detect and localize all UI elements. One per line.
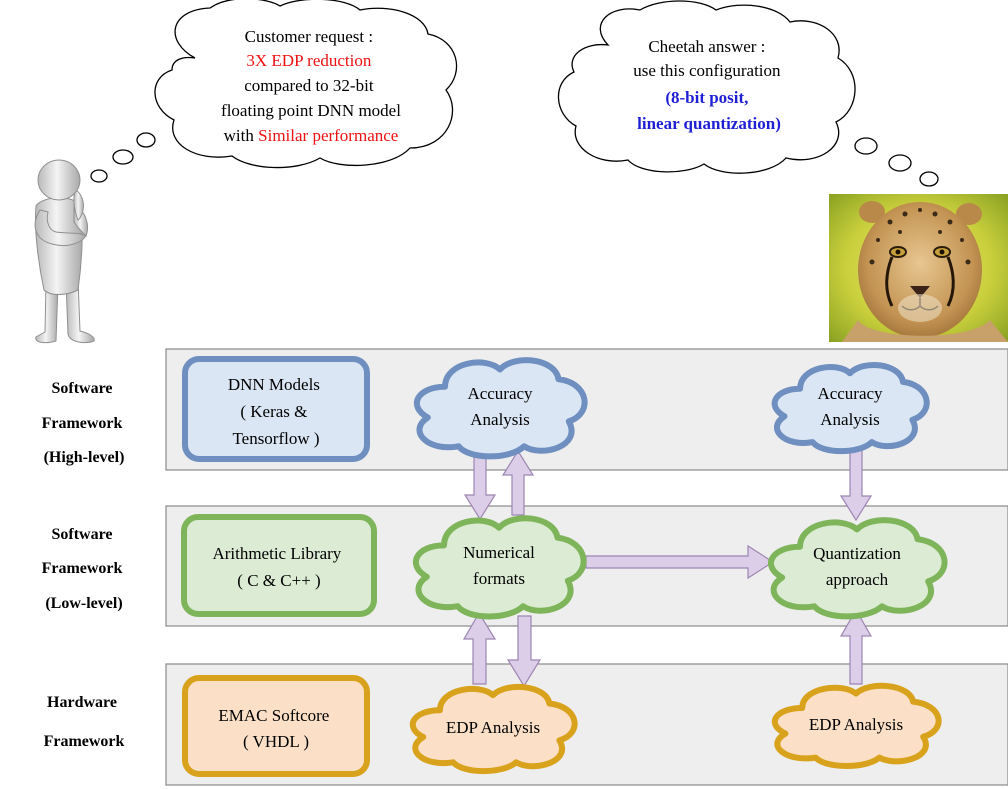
svg-text:DNN Models ( Keras &: DNN Models ( Keras & Tensorflow ) — [228, 375, 324, 448]
cloud-label-line: formats — [473, 569, 525, 588]
edp-analysis-cloud-right: EDP Analysis — [771, 682, 942, 769]
edp-analysis-cloud-left: EDP Analysis — [409, 683, 578, 774]
layer-label-line: Software — [51, 380, 112, 397]
layer-label-line: Framework — [42, 560, 123, 577]
box-line: ( C & C++ ) — [237, 571, 320, 590]
cloud-label-line: Numerical — [463, 543, 535, 562]
cloud-label-line: approach — [826, 570, 889, 589]
thought-line: with — [224, 126, 258, 145]
arrow-up-icon — [839, 608, 873, 685]
box-line: Arithmetic Library — [212, 544, 341, 563]
emac-softcore-box: EMAC Softcore ( VHDL ) — [182, 675, 370, 777]
arithmetic-library-box: Arithmetic Library ( C & C++ ) — [181, 514, 377, 617]
customer-request-last-line: with Similar performance — [224, 126, 399, 145]
cloud-label: Numerical formats — [463, 543, 535, 588]
thought-line: use this configuration — [633, 61, 781, 80]
cloud-label-line: Accuracy — [817, 384, 883, 403]
cheetah-answer-text: Cheetah answer : use this configuration … — [633, 37, 785, 133]
thought-dot — [919, 171, 939, 187]
arrow-down-icon — [463, 454, 497, 521]
thought-line: Customer request : — [245, 27, 373, 46]
thought-line-highlight: 3X EDP reduction — [246, 51, 371, 70]
cloud-shape — [771, 682, 942, 769]
layer-label-hardware: Hardware Framework — [44, 694, 125, 750]
cloud-label-line: EDP Analysis — [446, 718, 540, 737]
quantization-approach-cloud: Quantization approach — [768, 517, 948, 620]
arrow-down-icon — [506, 615, 542, 688]
svg-text:EMAC Softcore ( VHDL ): EMAC Softcore ( VHDL ) — [218, 706, 333, 751]
cloud-label-line: Analysis — [470, 410, 530, 429]
thought-line: Cheetah answer : — [648, 37, 765, 56]
arrow-up-icon — [462, 611, 497, 685]
arrow-up-icon — [501, 449, 535, 516]
cheetah-photo — [829, 194, 1008, 342]
layer-label-line: Software — [51, 526, 112, 543]
arrow-down-icon — [839, 447, 873, 522]
cloud-label-line: Accuracy — [467, 384, 533, 403]
cloud-shape — [771, 362, 930, 455]
layer-label-line: Hardware — [47, 694, 117, 711]
svg-text:Arithmetic Library ( C &: Arithmetic Library ( C & C++ ) — [212, 544, 345, 590]
thought-dot — [112, 149, 134, 165]
thought-line-highlight: Similar performance — [258, 126, 398, 145]
box-line: ( Keras & — [240, 402, 307, 421]
cheetah-thought-bubble — [557, 0, 856, 174]
thought-line-highlight: (8-bit posit, — [665, 88, 748, 107]
layer-label-line: (Low-level) — [45, 595, 122, 612]
cloud-label-line: Analysis — [820, 410, 880, 429]
thought-dot — [90, 169, 108, 183]
box-line: EMAC Softcore — [218, 706, 329, 725]
thought-bubbles: Customer request : 3X EDP reduction comp… — [90, 0, 939, 187]
thought-dot — [888, 154, 912, 172]
thought-line: compared to 32-bit — [244, 76, 374, 95]
box-line: ( VHDL ) — [243, 732, 309, 751]
thinking-person-icon — [34, 159, 95, 344]
dnn-models-box: DNN Models ( Keras & Tensorflow ) — [182, 356, 370, 462]
thought-line-highlight: linear quantization) — [637, 114, 781, 133]
cloud-label: Quantization approach — [813, 544, 901, 589]
cloud-label-line: EDP Analysis — [809, 715, 903, 734]
box-line: DNN Models — [228, 375, 320, 394]
customer-request-text: Customer request : 3X EDP reduction comp… — [221, 27, 401, 120]
arrow-right-icon — [585, 544, 775, 580]
cloud-shape — [413, 357, 588, 460]
cloud-label: EDP Analysis — [809, 715, 903, 734]
flow-arrows — [462, 447, 873, 688]
cloud-label: EDP Analysis — [446, 718, 540, 737]
cloud-shape — [409, 683, 578, 774]
thought-dot — [854, 137, 878, 155]
thought-dot — [136, 132, 156, 148]
cloud-shape — [768, 517, 948, 620]
layer-label-high-level: Software Framework (High-level) — [42, 380, 127, 466]
layer-label-line: (High-level) — [44, 449, 125, 466]
customer-thought-bubble — [154, 0, 458, 169]
thought-line: floating point DNN model — [221, 101, 401, 120]
layer-label-line: Framework — [42, 415, 123, 432]
layer-label-low-level: Software Framework (Low-level) — [42, 526, 127, 612]
cloud-shape — [412, 515, 587, 620]
box-line: Tensorflow ) — [232, 429, 319, 448]
numerical-formats-cloud: Numerical formats — [412, 515, 587, 620]
cloud-label-line: Quantization — [813, 544, 901, 563]
layer-label-line: Framework — [44, 733, 125, 750]
